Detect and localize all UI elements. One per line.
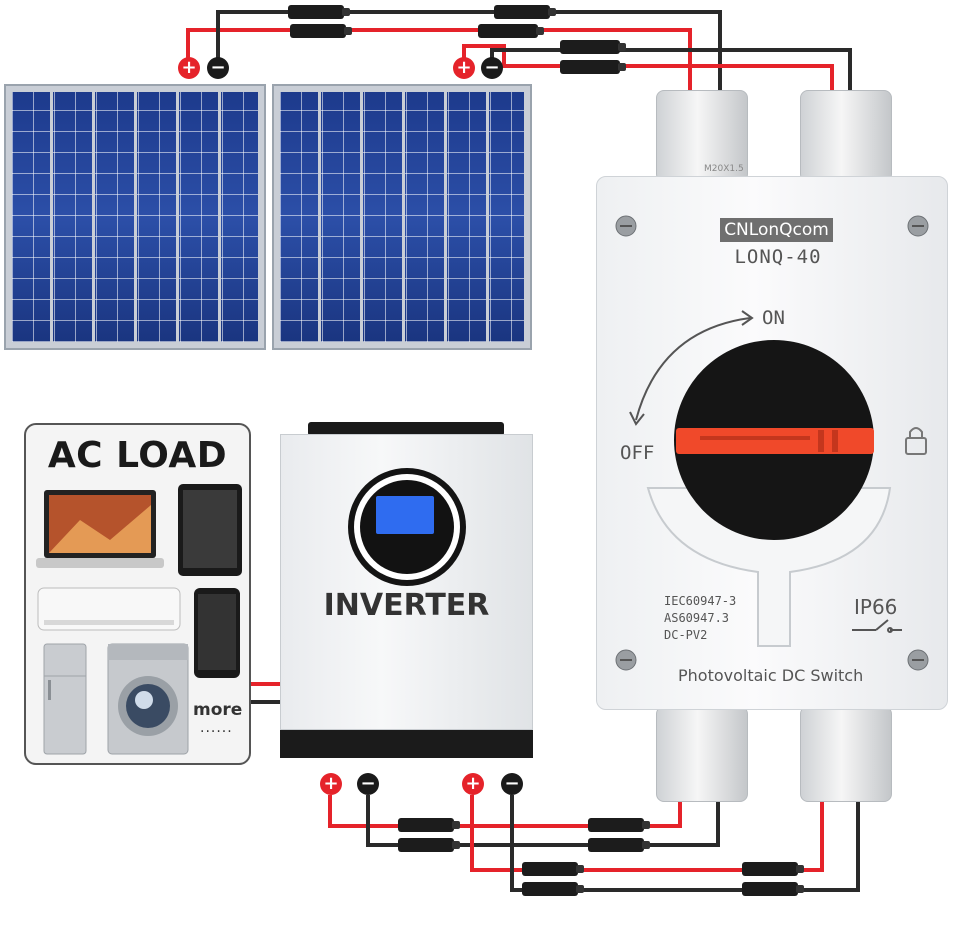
mc4-connector [398,818,460,832]
inverter-in1-positive-wire [328,795,682,828]
mc4-connector [290,24,352,38]
panel2-negative-terminal: − [481,57,503,79]
panel2-positive-wire [462,44,834,90]
mc4-connector [522,862,584,876]
standard-dc-pv2: DC-PV2 [664,628,708,642]
ac-load-title: AC LOAD [47,435,228,476]
inverter-mount-bracket [308,422,504,436]
panel2-positive-terminal: + [453,57,475,79]
inverter-pv1-negative-terminal: − [357,773,379,795]
standard-as: AS60947.3 [664,611,730,625]
knob-handle [676,428,874,454]
mc4-connector [522,882,584,896]
panel1-negative-terminal: − [207,57,229,79]
panel1-positive-terminal: + [178,57,200,79]
mc4-connector [588,838,650,852]
air-conditioner-icon [37,587,181,631]
ip-rating-label: IP66 [854,595,898,619]
cable-gland-top-left [656,90,748,182]
mc4-connector [288,5,350,19]
on-label: ON [762,307,785,329]
off-label: OFF [620,442,655,464]
mc4-connector [742,862,804,876]
inverter-in1-negative-wire [366,795,720,847]
mc4-connector [588,818,650,832]
inverter-lcd-screen [376,496,434,534]
solar-panel-1 [4,84,266,350]
inverter-pv2-negative-terminal: − [501,773,523,795]
more-appliances-label: more [193,700,243,720]
inverter-in2-positive-wire [470,795,824,872]
more-ellipsis: ...... [200,720,233,736]
mc4-connector [560,40,626,54]
knob-recess [646,487,892,647]
cable-gland-bottom-right [800,706,892,802]
model-label: LONQ-40 [734,246,822,268]
cable-gland-top-right [800,90,892,182]
panel1-positive-wire [186,28,692,90]
inverter-label: INVERTER [323,588,490,623]
refrigerator-icon [43,643,87,755]
inverter-pv1-positive-terminal: + [320,773,342,795]
tablet-icon [178,484,242,576]
washing-machine-icon [107,643,189,755]
mc4-connector [398,838,460,852]
cable-gland-bottom-left [656,706,748,802]
mc4-connector [742,882,804,896]
laptop-icon [36,490,164,568]
solar-panel-2 [272,84,532,350]
inverter-in2-negative-wire [510,795,860,892]
smartphone-icon [194,588,240,678]
gland-marking: M20X1.5 [704,164,744,174]
inverter: INVERTER [280,422,533,758]
product-name-label: Photovoltaic DC Switch [678,666,864,685]
switch-symbol-icon [852,619,902,633]
mc4-connector [494,5,556,19]
inverter-base [280,730,533,758]
padlock-icon [905,427,927,455]
standard-iec: IEC60947-3 [664,594,737,608]
inverter-pv2-positive-terminal: + [462,773,484,795]
mc4-connector [478,24,544,38]
mc4-connector [560,60,626,74]
rotation-arrow-icon [635,317,751,421]
brand-label: CNLonQcom [720,218,833,242]
